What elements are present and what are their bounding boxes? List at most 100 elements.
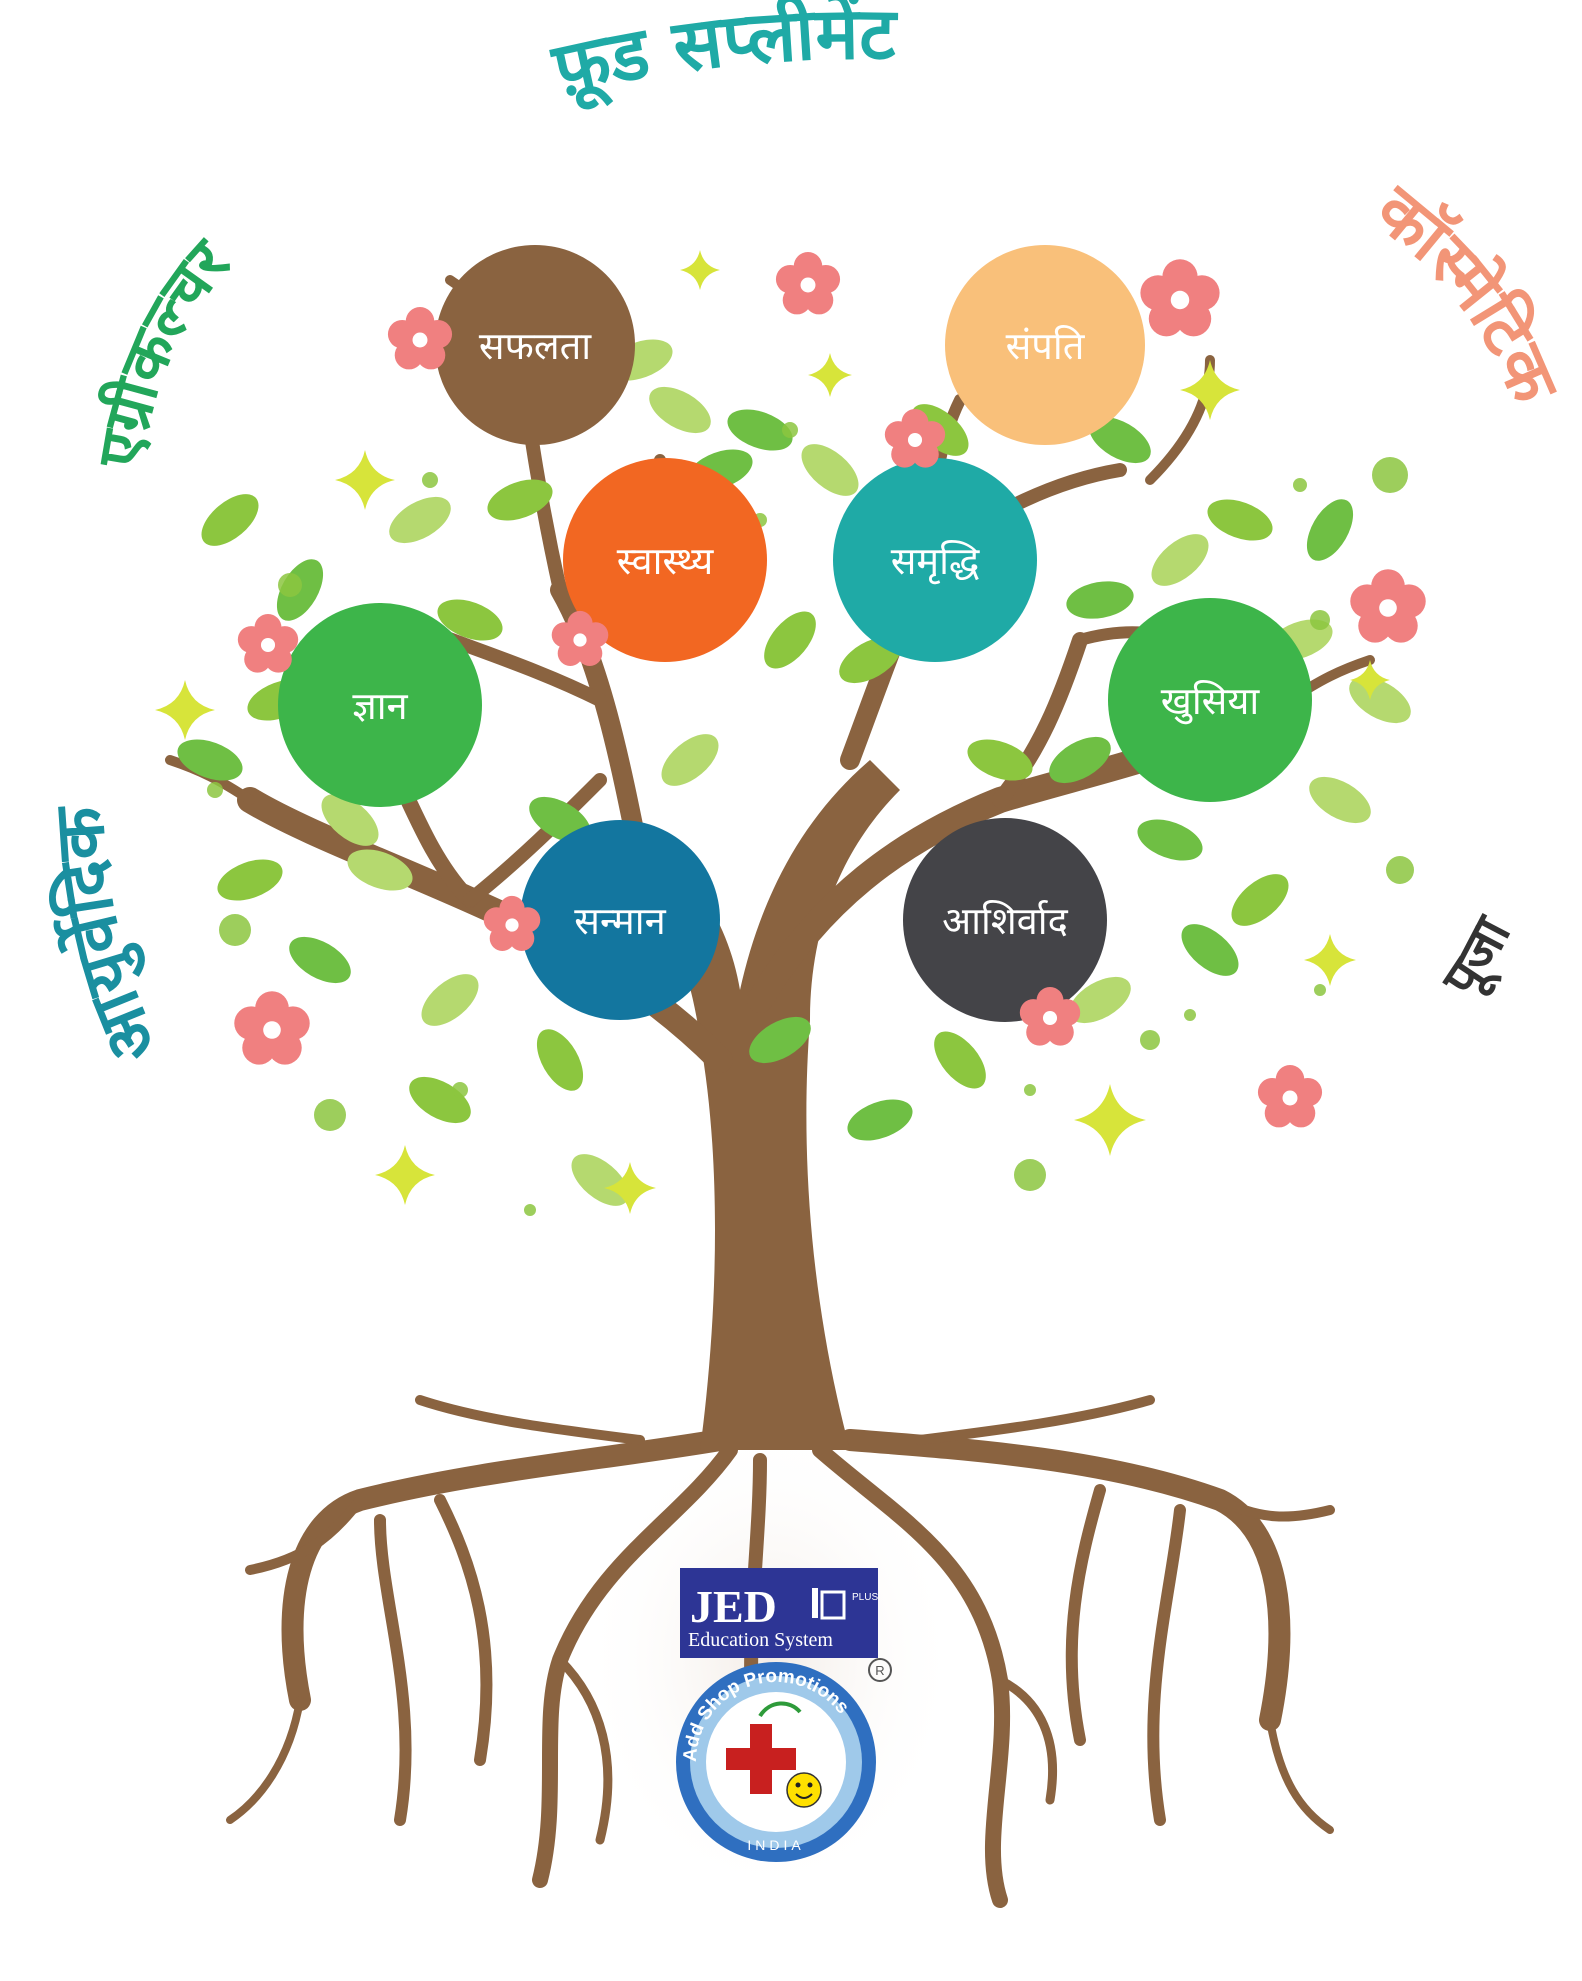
leaf [1089, 416, 1151, 464]
leaf [347, 849, 413, 891]
decor-dot [207, 782, 223, 798]
leaf [1349, 676, 1411, 724]
add-shop-logo: Add Shop Promotions INDIA R [676, 1658, 892, 1862]
decor-dot [452, 1082, 468, 1098]
leaf [1181, 924, 1239, 976]
value-circle-disc [520, 820, 720, 1020]
jed-book-icon [812, 1588, 818, 1618]
leaf [177, 739, 243, 781]
sparkle-star-icon [680, 250, 720, 290]
decor-dot [782, 422, 798, 438]
value-circle: सफलता [435, 245, 635, 445]
value-circle-disc [945, 245, 1145, 445]
decor-dots [207, 422, 1414, 1216]
leaf [661, 734, 719, 786]
decor-dot [1024, 1084, 1036, 1096]
leaf [421, 974, 479, 1026]
leaf [967, 739, 1033, 781]
leaf [487, 479, 553, 521]
decor-dot [1184, 1009, 1196, 1021]
decor-dot [219, 914, 251, 946]
sparkle-star-icon [1304, 934, 1356, 986]
leaf [764, 611, 816, 669]
ayurvedic-label: आयुर्वेदिक [40, 802, 175, 1074]
value-circle-disc [833, 458, 1037, 662]
decor-dot [524, 1204, 536, 1216]
decor-dot [1314, 984, 1326, 996]
decor-dot [1372, 457, 1408, 493]
value-circle: सन्मान [520, 820, 720, 1020]
leaf [934, 1031, 986, 1089]
leaf [847, 1099, 913, 1141]
flower-icon [775, 252, 841, 315]
registered-mark [868, 1658, 892, 1682]
value-circle: संपति [945, 245, 1145, 445]
value-circle-disc [278, 603, 482, 807]
value-circle-label: स्वास्थ्य [617, 539, 714, 583]
sparkle-star-icon [375, 1145, 435, 1205]
leaf [1207, 499, 1273, 541]
value-circle-label: ज्ञान [352, 684, 408, 728]
value-circle-label: खुसिया [1161, 679, 1261, 725]
value-circle-label: संपति [1006, 324, 1086, 368]
tree-roots [226, 1395, 1335, 1908]
sparkle-star-icon [1074, 1084, 1146, 1156]
smiley-icon [786, 1772, 822, 1808]
sparkle-star-icon [604, 1162, 656, 1214]
decor-dot [314, 1099, 346, 1131]
value-circle-disc [1108, 598, 1312, 802]
flower-icon [1140, 259, 1220, 337]
food-supplement-label: फ़ूड सप्लीमेंट [544, 0, 899, 117]
cosmetic-label: कॉस्मेटिक [1359, 170, 1575, 416]
leaf [217, 859, 283, 901]
sparkle-star-icon [335, 450, 395, 510]
value-circle-label: सन्मान [574, 899, 666, 943]
decor-dot [1310, 610, 1330, 630]
pooja-label: पूजा [1431, 906, 1524, 1010]
flower-icon [387, 307, 453, 370]
leaf [409, 1076, 471, 1124]
value-circle: ज्ञान [278, 603, 482, 807]
value-circle: समृद्धि [833, 458, 1037, 662]
leaf [289, 936, 351, 984]
value-circles: सफलता संपति स्वास्थ्य समृद्धि ज्ञान खुसिया सन्… [278, 245, 1312, 1022]
leaf [571, 1154, 629, 1206]
value-circle-disc [563, 458, 767, 662]
flower-icon [551, 610, 609, 666]
leaf [1137, 819, 1203, 861]
leaf [201, 494, 259, 546]
agriculture-label: एग्रीकल्चर [82, 224, 245, 473]
jed-logo-subtitle: Education System [688, 1629, 833, 1651]
leaf [1049, 736, 1111, 784]
flower-icon [1019, 986, 1081, 1046]
leaf [727, 409, 793, 451]
decor-dot [422, 472, 438, 488]
value-circle-disc [435, 245, 635, 445]
leaf [389, 496, 451, 544]
decor-dot [1014, 1159, 1046, 1191]
value-circle: आशिर्वाद [903, 818, 1107, 1022]
leaf [801, 444, 859, 496]
leaf [321, 794, 379, 846]
jed-logo-name: JED [690, 1581, 777, 1632]
decor-dot [1140, 1030, 1160, 1050]
leaf-sprig-icon [758, 1701, 802, 1718]
leaf [1309, 776, 1371, 824]
registered-letter: R [875, 1663, 884, 1678]
add-shop-country: INDIA [747, 1837, 804, 1853]
flower-icon [884, 408, 946, 468]
leaf [437, 599, 503, 641]
leaf [749, 1016, 811, 1064]
leaf [649, 386, 711, 434]
flower-icon [237, 613, 299, 673]
decor-stars [155, 250, 1390, 1214]
sparkle-star-icon [155, 680, 215, 740]
leaf [536, 1029, 584, 1091]
jed-book-pages-icon [820, 1590, 846, 1620]
tree-leaves [177, 339, 1411, 1206]
value-circle: खुसिया [1108, 598, 1312, 802]
flower-icon [1257, 1065, 1323, 1128]
cross-icon [726, 1724, 796, 1794]
sparkle-star-icon [808, 353, 852, 397]
